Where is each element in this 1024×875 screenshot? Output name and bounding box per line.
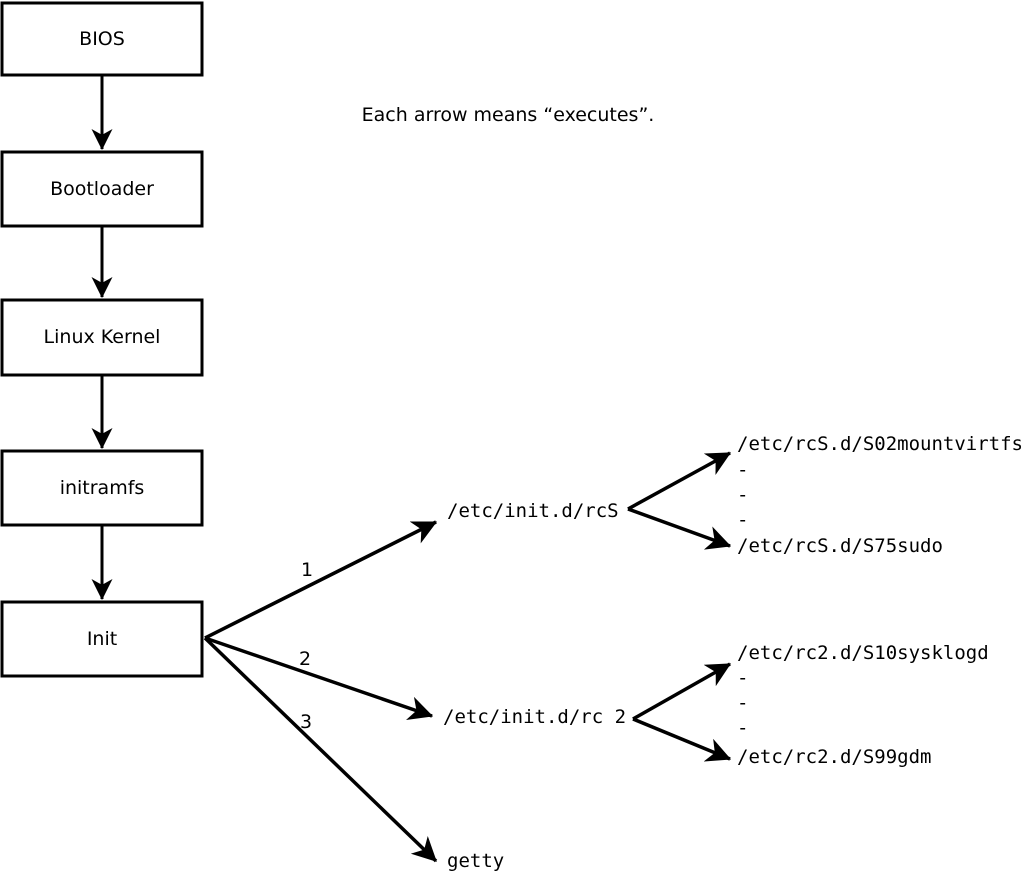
fanout-number-1: 1 xyxy=(301,559,313,581)
fanout-number-3: 3 xyxy=(300,711,312,733)
rc2-target-label: /etc/init.d/rc 2 xyxy=(443,706,626,728)
arrow-rc2-to-s99gdm xyxy=(632,717,732,762)
rc-script-label: /etc/rc2.d/S10sysklogd xyxy=(737,642,989,664)
boot-chain: BIOS Bootloader Linux Kernel initramfs I… xyxy=(0,1,204,678)
arrow-init-to-rcs xyxy=(204,520,438,640)
branch-getty: getty xyxy=(447,850,504,872)
init-box xyxy=(0,600,204,678)
bios-label: BIOS xyxy=(79,28,125,50)
rc-script-label: /etc/rcS.d/S75sudo xyxy=(737,535,943,557)
linux-kernel-box xyxy=(0,298,204,377)
linux-kernel-label: Linux Kernel xyxy=(44,326,161,348)
rc-script-ellipsis: - xyxy=(737,717,748,739)
initramfs-label: initramfs xyxy=(60,477,145,499)
arrow-rcs-to-s75sudo xyxy=(627,507,732,550)
bootloader-label: Bootloader xyxy=(50,178,154,200)
init-fanout: 1 2 3 xyxy=(203,520,438,863)
rcs-target-label: /etc/init.d/rcS xyxy=(447,500,619,522)
branch-rcs: /etc/init.d/rcS /etc/rcS.d/S02mountvirtf… xyxy=(447,433,1023,557)
rc-script-ellipsis: - xyxy=(737,692,748,714)
rc-script-label: /etc/rcS.d/S02mountvirtfs xyxy=(737,433,1023,455)
rc-script-ellipsis: - xyxy=(737,459,748,481)
rc-script-ellipsis: - xyxy=(737,509,748,531)
init-label: Init xyxy=(87,628,117,650)
bios-box xyxy=(0,1,204,77)
initramfs-box xyxy=(0,449,204,527)
arrow-rcs-to-s02mountvirtfs xyxy=(627,451,732,511)
rc-script-ellipsis: - xyxy=(737,667,748,689)
getty-target-label: getty xyxy=(447,850,504,872)
rc-script-ellipsis: - xyxy=(737,484,748,506)
fanout-number-2: 2 xyxy=(299,648,311,670)
branch-rc2: /etc/init.d/rc 2 /etc/rc2.d/S10sysklogd … xyxy=(443,642,989,768)
rc-script-label: /etc/rc2.d/S99gdm xyxy=(737,746,931,768)
diagram-note: Each arrow means “executes”. xyxy=(362,104,655,126)
arrow-init-to-getty xyxy=(203,636,438,863)
arrow-rc2-to-s10sysklogd xyxy=(632,662,732,721)
arrow-init-to-rc2 xyxy=(204,636,434,721)
